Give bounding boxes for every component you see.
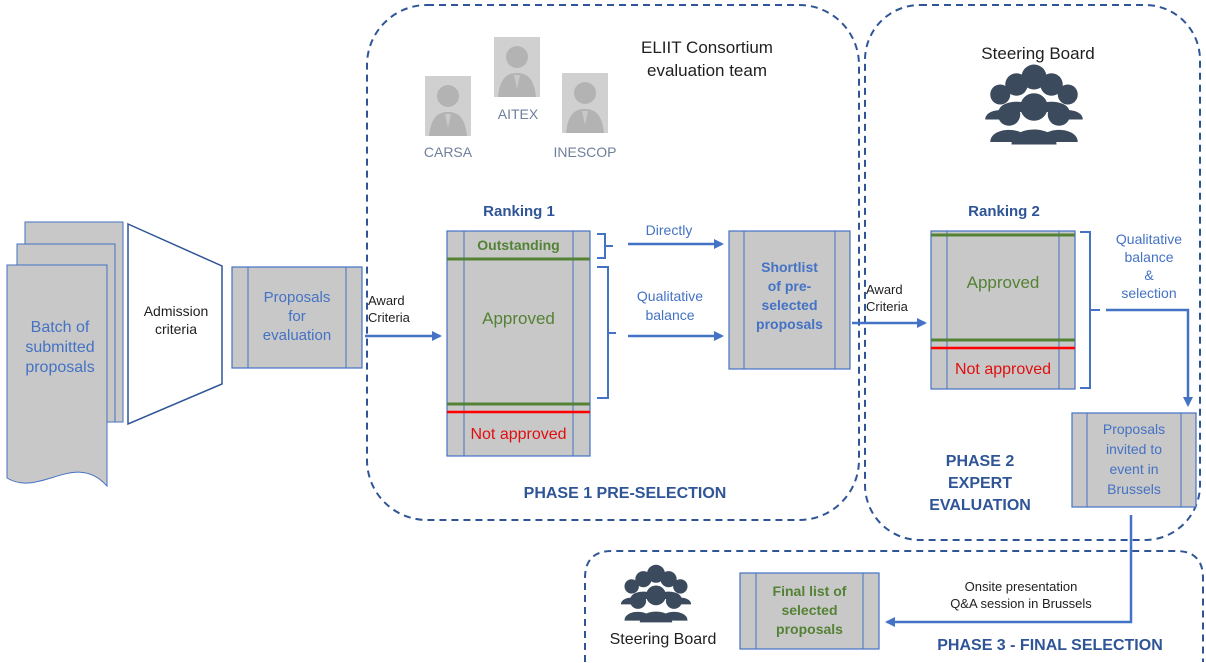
person-icon-aitex — [494, 37, 540, 97]
ranking2-box — [930, 230, 1076, 390]
phase2-title: PHASE 2 EXPERT EVALUATION — [915, 451, 1045, 517]
brace-outstanding — [597, 233, 613, 259]
phase3-title: PHASE 3 - FINAL SELECTION — [937, 637, 1163, 654]
proposals-line3: evaluation — [262, 327, 332, 344]
qbs-line2: balance — [1124, 249, 1174, 265]
admission-funnel — [127, 222, 223, 426]
ranking1-title: Ranking 1 — [483, 203, 555, 220]
arrow-to-invited — [1106, 308, 1193, 407]
proposals-for-evaluation-label: Proposals for evaluation — [248, 288, 346, 345]
admission-criteria-label: Admission criteria — [130, 302, 222, 338]
steering-board-top-label: Steering Board — [981, 44, 1095, 63]
final-line2: selected — [781, 602, 838, 618]
invited-box — [1071, 412, 1197, 508]
award1-line1: Award — [368, 293, 405, 308]
onsite-line1: Onsite presentation — [964, 579, 1078, 594]
phase1-title: PHASE 1 PRE-SELECTION — [523, 485, 727, 502]
consortium-line2: evaluation team — [646, 61, 768, 80]
invited-label: Proposals invited to event in Brussels — [1087, 419, 1181, 499]
phase3-region — [584, 550, 1204, 662]
shortlist-line2: of pre- — [767, 278, 812, 294]
ranking1-outstanding: Outstanding — [477, 237, 560, 253]
ranking2-approved: Approved — [966, 273, 1040, 292]
ranking2-not-approved: Not approved — [954, 361, 1052, 378]
proposals-line2: for — [288, 308, 306, 325]
phase2-region — [864, 4, 1201, 541]
person-icon-carsa — [425, 76, 471, 136]
steering-board-icon-top — [985, 64, 1083, 145]
ranking1-not-approved: Not approved — [470, 426, 567, 443]
batch-document-stack — [6, 221, 124, 488]
brace-approved — [597, 266, 616, 399]
proposals-for-evaluation-box — [231, 266, 363, 369]
shortlist-line4: proposals — [756, 316, 823, 332]
batch-label: Batch of submitted proposals — [25, 319, 95, 376]
admission-line1: Admission — [143, 303, 209, 319]
final-line3: proposals — [776, 621, 843, 637]
brace-ranking2 — [1080, 231, 1100, 389]
qualitative-balance-label: Qualitative balance — [620, 287, 720, 325]
steering-board-bottom-label: Steering Board — [609, 631, 717, 648]
shortlist-label: Shortlist of pre- selected proposals — [744, 258, 835, 334]
member-inescop: INESCOP — [553, 144, 617, 160]
member-carsa: CARSA — [423, 144, 473, 160]
shortlist-box — [728, 230, 851, 370]
phase2-line3: EVALUATION — [929, 497, 1031, 514]
award-criteria-2-label: Award Criteria — [866, 281, 930, 315]
award1-line2: Criteria — [368, 310, 410, 325]
qbs-line1: Qualitative — [1115, 231, 1183, 247]
shortlist-line3: selected — [761, 297, 818, 313]
person-icon-inescop — [562, 73, 608, 133]
qual-line1: Qualitative — [636, 288, 704, 304]
arrow-to-final-list — [885, 515, 1133, 627]
invited-line4: Brussels — [1107, 481, 1161, 497]
invited-line3: event in — [1109, 461, 1159, 477]
consortium-line1: ELIIT Consortium — [641, 38, 773, 57]
proposals-line1: Proposals — [263, 289, 331, 306]
directly-label: Directly — [645, 222, 693, 238]
award2-line1: Award — [866, 282, 903, 297]
final-line1: Final list of — [772, 583, 847, 599]
phase1-region — [366, 4, 860, 521]
invited-line2: invited to — [1105, 441, 1163, 457]
award-criteria-1-label: Award Criteria — [368, 292, 432, 326]
qbs-line3: & — [1144, 267, 1154, 283]
steering-board-icon-bottom — [620, 564, 692, 623]
award2-line2: Criteria — [866, 299, 908, 314]
final-list-label: Final list of selected proposals — [756, 582, 863, 639]
phase2-line1: PHASE 2 — [945, 453, 1015, 470]
phase2-line2: EXPERT — [947, 475, 1012, 492]
member-aitex: AITEX — [497, 106, 539, 122]
qbs-line4: selection — [1121, 285, 1177, 301]
ranking2-title: Ranking 2 — [968, 203, 1040, 220]
qual-balance-selection-label: Qualitative balance & selection — [1100, 230, 1198, 302]
admission-line2: criteria — [154, 321, 197, 337]
onsite-line2: Q&A session in Brussels — [950, 596, 1092, 611]
onsite-label: Onsite presentation Q&A session in Bruss… — [928, 578, 1114, 612]
invited-line1: Proposals — [1102, 421, 1166, 437]
final-list-box — [739, 572, 880, 650]
ranking1-approved: Approved — [482, 309, 555, 328]
qual-line2: balance — [645, 307, 695, 323]
ranking1-box — [446, 230, 591, 457]
shortlist-line1: Shortlist — [761, 259, 818, 275]
consortium-title: ELIIT Consortium evaluation team — [612, 36, 802, 82]
